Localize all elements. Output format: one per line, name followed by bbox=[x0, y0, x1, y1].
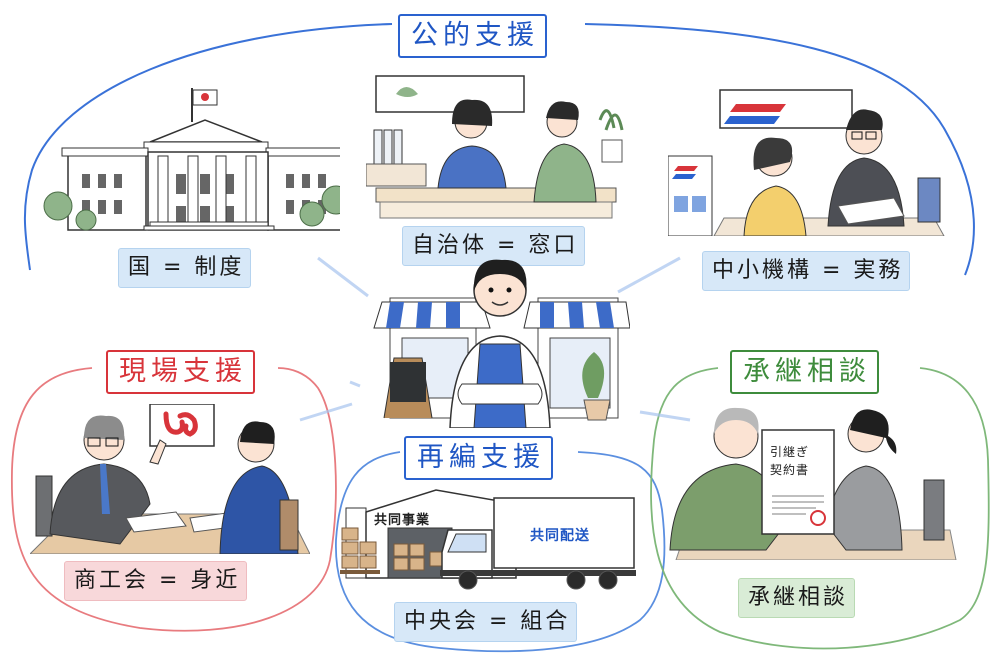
node-label-municipality: 自治体 = 窓口 bbox=[402, 226, 586, 266]
node-label-national: 国 = 制度 bbox=[118, 248, 252, 288]
succession-contract-illustration bbox=[669, 407, 957, 560]
group-title-public-support: 公的支援 bbox=[398, 14, 547, 58]
government-building-illustration bbox=[43, 88, 340, 231]
document-title-line2: 契約書 bbox=[770, 463, 810, 477]
municipal-counter-illustration bbox=[366, 75, 624, 219]
node-label-smrj: 中小機構 = 実務 bbox=[702, 251, 911, 291]
node-label-succession: 承継相談 bbox=[738, 578, 856, 618]
truck-side-text: 共同配送 bbox=[530, 528, 590, 544]
node-label-chamber: 商工会 = 身近 bbox=[64, 561, 248, 601]
document-title-line1: 引継ぎ bbox=[770, 445, 810, 459]
chamber-consultation-illustration bbox=[30, 404, 310, 554]
node-label-central-federation: 中央会 = 組合 bbox=[394, 602, 578, 642]
cooperative-logistics-illustration bbox=[340, 489, 636, 590]
warehouse-sign: 共同事業 bbox=[374, 513, 431, 528]
group-title-succession: 承継相談 bbox=[730, 350, 879, 394]
group-title-field-support: 現場支援 bbox=[106, 350, 255, 394]
group-title-restructure-support: 再編支援 bbox=[404, 436, 553, 480]
smrj-consultation-illustration bbox=[668, 89, 945, 236]
shop-owner-illustration bbox=[373, 259, 630, 428]
